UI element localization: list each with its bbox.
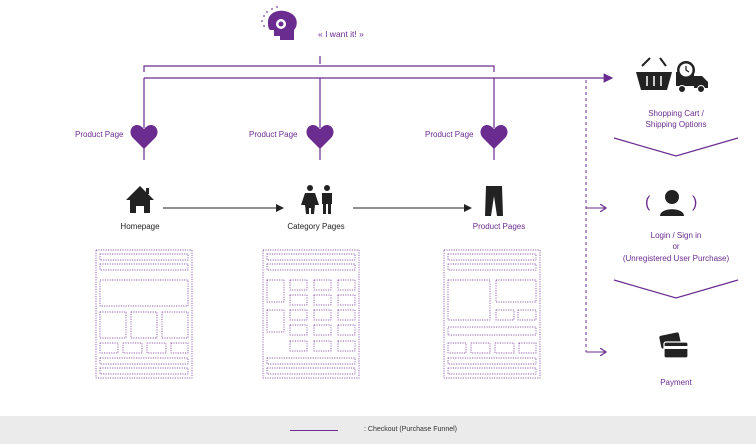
page-thumbnail-category	[262, 249, 360, 379]
payment-label: Payment	[660, 378, 692, 387]
credit-card-icon	[659, 332, 689, 359]
heart-icon	[130, 125, 158, 149]
house-icon	[126, 186, 154, 213]
login-label-line3: (Unregistered User Purchase)	[622, 254, 730, 263]
user-icon	[660, 190, 684, 216]
truck-clock-icon	[676, 61, 708, 93]
page-thumbnail-product	[443, 249, 541, 379]
dashed-branch	[585, 80, 606, 352]
legend-line-swatch	[290, 430, 338, 431]
login-label-line1: Login / Sign in	[650, 231, 702, 240]
product-page-label-3: Product Page	[425, 130, 474, 139]
cart-label-line1: Shopping Cart /	[648, 109, 704, 118]
stage-label-category: Category Pages	[287, 222, 345, 231]
trousers-icon	[485, 186, 503, 216]
i-want-it-label: « I want it! »	[318, 29, 364, 39]
basket-icon	[636, 57, 672, 90]
legend-footer: : Checkout (Purchase Funnel)	[0, 416, 756, 444]
head-gears-icon	[261, 6, 297, 40]
product-page-label-1: Product Page	[75, 130, 124, 139]
legend-text: : Checkout (Purchase Funnel)	[364, 426, 457, 433]
top-bracket	[143, 56, 495, 72]
stage-label-homepage: Homepage	[120, 222, 160, 231]
product-page-label-2: Product Page	[249, 130, 298, 139]
cart-label-line2: Shipping Options	[645, 120, 707, 129]
login-paren-close: )	[692, 194, 698, 211]
login-paren-open: (	[645, 194, 651, 211]
heart-icon	[480, 125, 508, 149]
checkout-line	[143, 73, 614, 160]
people-icon	[301, 185, 332, 214]
funnel-chevrons	[613, 137, 739, 299]
heart-icon	[306, 125, 334, 149]
stage-label-product: Product Pages	[472, 222, 526, 231]
page-thumbnail-homepage	[95, 249, 193, 379]
login-label-line2: or	[672, 242, 680, 251]
